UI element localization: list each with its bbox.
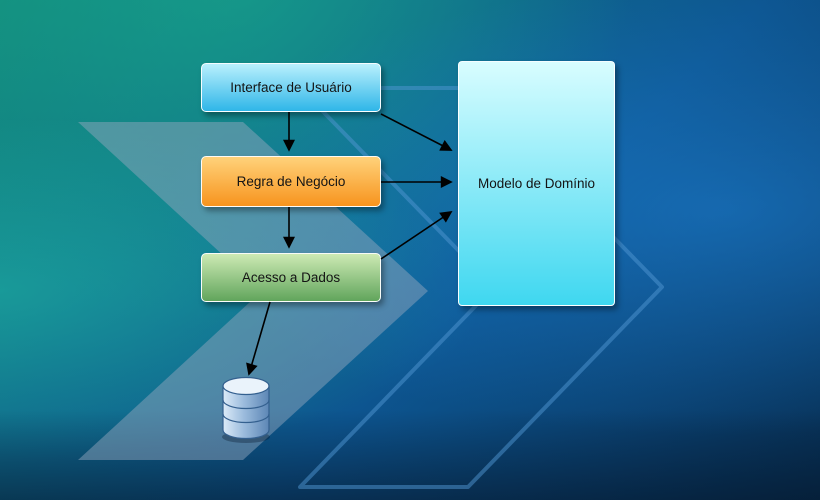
node-modelo-de-dominio: Modelo de Domínio [458,61,615,306]
node-regra-de-negocio: Regra de Negócio [201,156,381,207]
node-interface-de-usuario: Interface de Usuário [201,63,381,112]
database-ridge-lower [222,413,270,424]
node-label-interface-de-usuario: Interface de Usuário [230,80,352,95]
node-label-modelo-de-dominio: Modelo de Domínio [477,176,596,191]
database-top [222,376,270,396]
node-label-regra-de-negocio: Regra de Negócio [236,174,346,189]
node-acesso-a-dados: Acesso a Dados [201,253,381,302]
database-body [222,385,270,440]
node-label-acesso-a-dados: Acesso a Dados [241,270,341,285]
database-ridge-upper [222,399,270,410]
database-cylinder-icon [222,376,270,443]
